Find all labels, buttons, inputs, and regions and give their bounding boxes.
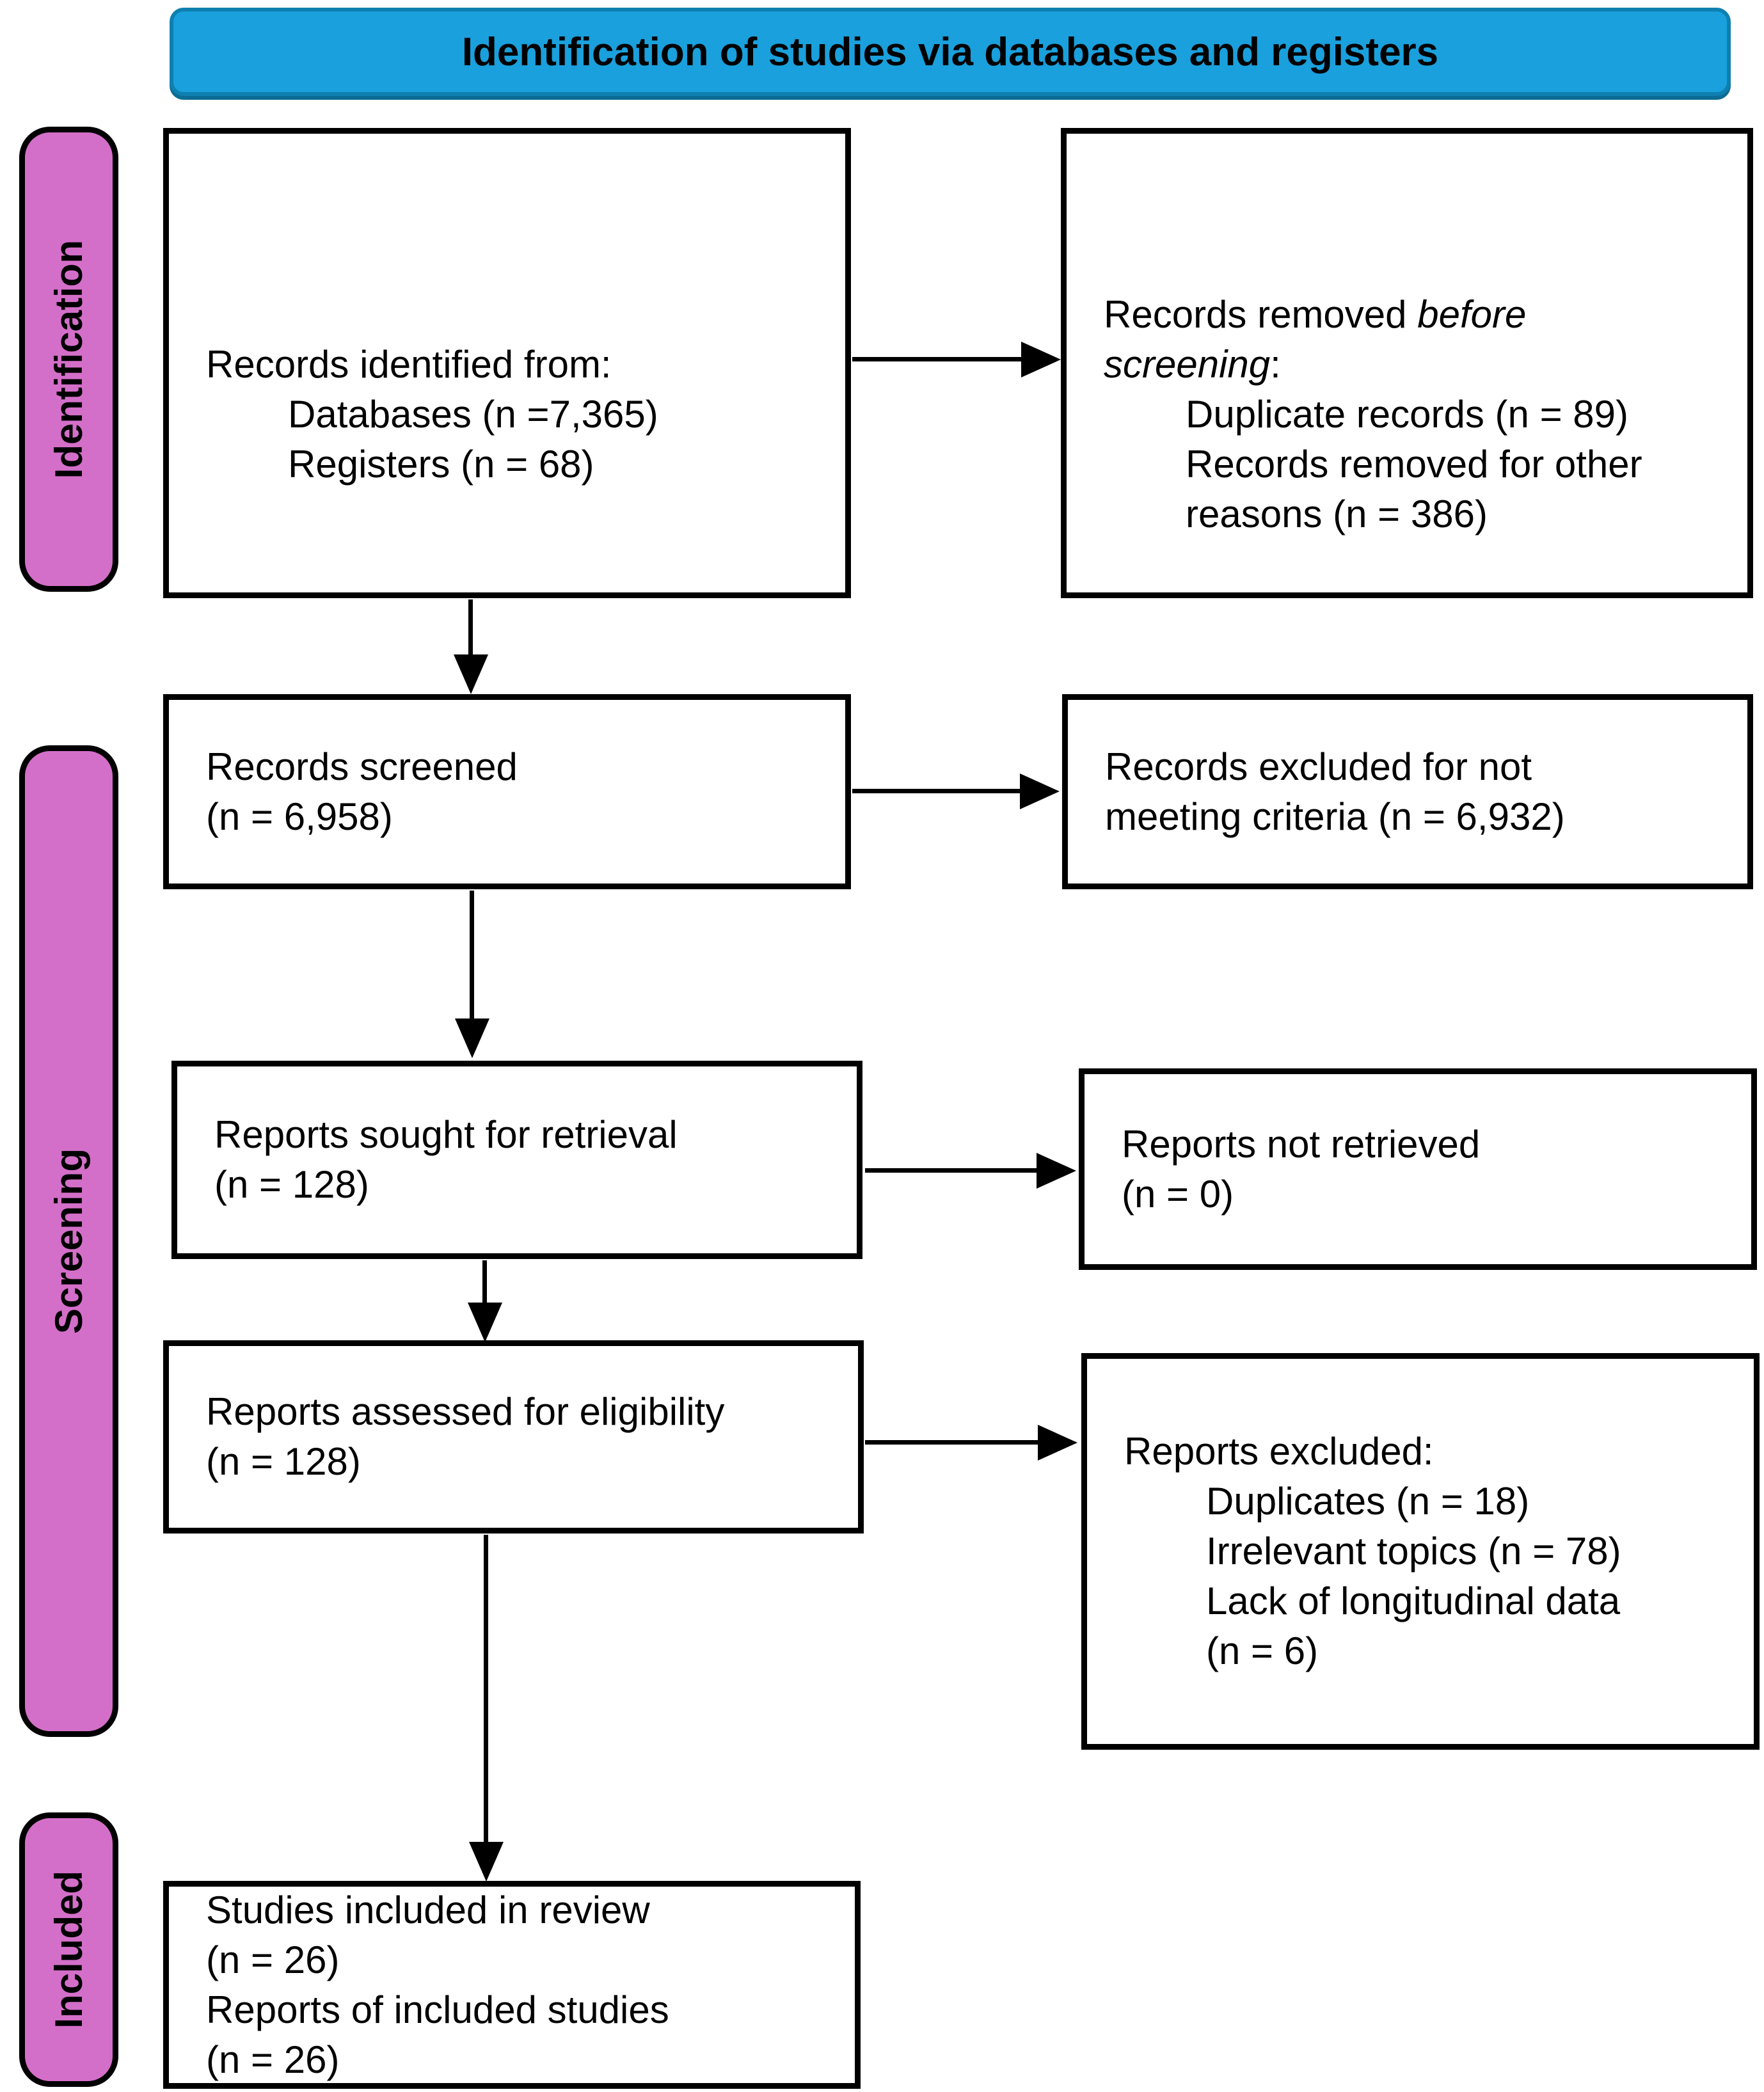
diagram-title-banner: Identification of studies via databases … [170,8,1731,96]
arrow-screened-to-excluded-shaft [852,789,1022,793]
reports-excluded-title: Reports excluded: [1124,1430,1434,1473]
arrow-sought-to-not-retrieved-shaft [865,1168,1039,1173]
box-records-excluded: Records excluded for not meeting criteri… [1062,694,1753,889]
stage-label-screening: Screening [19,745,118,1737]
studies-included-line3: Reports of included studies [206,1988,669,2031]
stage-label-identification: Identification [19,127,118,592]
reports-not-retrieved-line2: (n = 0) [1122,1172,1234,1216]
reports-excluded-irrelevant: Irrelevant topics (n = 78) [1206,1530,1621,1573]
reports-assessed-line1: Reports assessed for eligibility [206,1390,725,1433]
arrow-assessed-to-reports-excluded-head [1038,1425,1077,1461]
records-removed-other-line1: Records removed for other [1186,442,1642,486]
arrow-assessed-to-reports-excluded-shaft [865,1440,1040,1445]
stage-label-included-text: Included [47,1871,90,2029]
reports-assessed-line2: (n = 128) [206,1440,361,1483]
reports-excluded-longitudinal-line1: Lack of longitudinal data [1206,1580,1621,1622]
stage-label-included: Included [19,1812,118,2087]
records-removed-title-colon: : [1270,342,1281,386]
box-records-identified: Records identified from: Databases (n =7… [163,128,851,598]
box-reports-sought: Reports sought for retrieval (n = 128) [171,1061,862,1259]
reports-excluded-duplicates: Duplicates (n = 18) [1206,1480,1530,1523]
arrow-identified-to-screened-shaft [468,599,473,658]
box-records-screened: Records screened (n = 6,958) [163,694,851,889]
records-removed-title-line1: Records removed before [1104,290,1731,340]
records-identified-title: Records identified from: [206,342,612,386]
stage-label-screening-text: Screening [47,1148,90,1335]
arrow-identified-to-removed-shaft [852,357,1024,361]
records-removed-title-normal: Records removed [1104,292,1418,336]
reports-excluded-longitudinal-line2: (n = 6) [1206,1629,1319,1672]
arrow-sought-to-assessed-shaft [482,1260,487,1306]
box-records-removed: Records removed before screening: Duplic… [1061,128,1753,598]
studies-included-line4: (n = 26) [206,2038,340,2081]
records-removed-title-line2: screening: [1104,340,1731,390]
arrow-screened-to-sought-head [455,1018,489,1058]
arrow-assessed-to-included-head [469,1842,504,1882]
records-removed-title-italic1: before [1417,292,1527,336]
box-reports-excluded: Reports excluded: Duplicates (n = 18) Ir… [1081,1353,1760,1750]
stage-label-identification-text: Identification [47,239,90,479]
records-screened-line2: (n = 6,958) [206,795,393,838]
arrow-screened-to-excluded-head [1020,773,1060,809]
reports-not-retrieved-line1: Reports not retrieved [1122,1122,1481,1166]
arrow-identified-to-removed-head [1021,342,1061,377]
records-removed-duplicates: Duplicate records (n = 89) [1186,392,1628,436]
arrow-identified-to-screened-head [454,654,488,694]
reports-sought-line2: (n = 128) [214,1163,369,1206]
studies-included-line1: Studies included in review [206,1888,650,1931]
records-removed-other-line2: reasons (n = 386) [1186,492,1488,535]
box-reports-assessed: Reports assessed for eligibility (n = 12… [163,1340,864,1533]
records-excluded-line2: meeting criteria (n = 6,932) [1105,795,1565,838]
box-reports-not-retrieved: Reports not retrieved (n = 0) [1079,1068,1757,1270]
arrow-screened-to-sought-shaft [470,891,474,1022]
box-studies-included: Studies included in review (n = 26) Repo… [163,1881,861,2089]
records-screened-line1: Records screened [206,745,518,788]
arrow-sought-to-not-retrieved-head [1037,1153,1076,1189]
records-excluded-line1: Records excluded for not [1105,745,1532,788]
studies-included-line2: (n = 26) [206,1938,340,1981]
records-identified-databases: Databases (n =7,365) [288,392,658,436]
diagram-title: Identification of studies via databases … [461,29,1439,74]
records-removed-title-italic2: screening [1104,342,1271,386]
arrow-assessed-to-included-shaft [484,1535,488,1846]
records-identified-registers: Registers (n = 68) [288,442,594,486]
reports-sought-line1: Reports sought for retrieval [214,1113,678,1156]
arrow-sought-to-assessed-head [468,1303,502,1342]
